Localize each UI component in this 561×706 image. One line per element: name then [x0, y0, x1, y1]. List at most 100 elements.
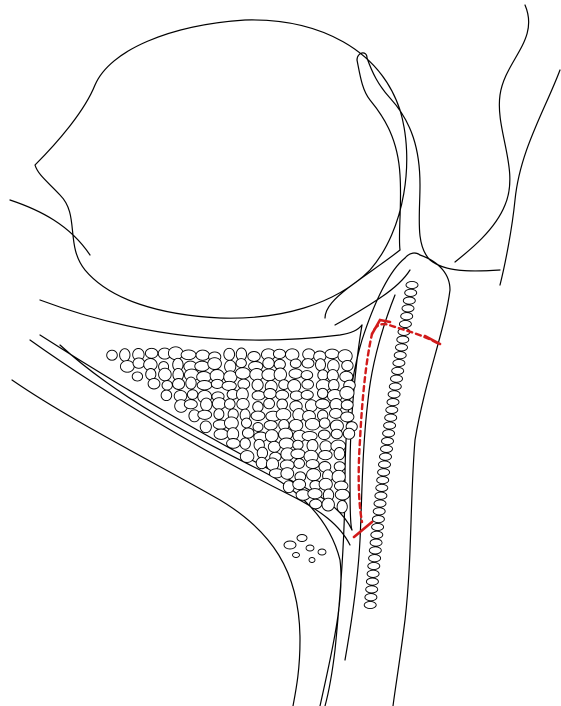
wedge-cell	[201, 398, 212, 411]
band-bead	[399, 320, 411, 327]
band-bead	[376, 484, 388, 491]
band-bead	[381, 445, 393, 452]
band-bead	[403, 297, 415, 304]
wedge-cell	[173, 379, 185, 390]
band-bead	[405, 289, 417, 296]
band-bead	[396, 344, 408, 351]
wedge-cell	[264, 389, 276, 399]
band-bead	[366, 578, 378, 585]
wedge-cell	[224, 348, 235, 360]
wedge-cell	[273, 349, 285, 358]
organ-outline	[35, 20, 407, 318]
outer-contour-top	[455, 5, 529, 262]
wedge-cell	[161, 390, 172, 401]
wedge-cell	[236, 368, 251, 379]
wedge-cell	[237, 398, 249, 409]
band-bead	[368, 562, 380, 569]
wedge-cell	[265, 430, 278, 442]
wedge-cell	[319, 450, 332, 459]
wedge-cell	[335, 489, 349, 500]
stalk-upper-wall	[325, 250, 400, 318]
wedge-cell	[301, 371, 313, 380]
wedge-cell	[227, 439, 240, 449]
wedge-cell	[276, 409, 291, 421]
wedge-cell	[322, 498, 334, 511]
stalk-lower-wall	[335, 270, 410, 325]
wedge-cell	[337, 501, 347, 513]
band-bead	[377, 477, 389, 484]
wedge-cell	[107, 350, 118, 360]
wedge-cell	[268, 441, 280, 452]
wedge-cell	[316, 359, 326, 371]
wedge-cell	[342, 360, 353, 370]
band-bead	[367, 570, 379, 577]
wedge-cell	[319, 478, 332, 490]
wedge-cell	[186, 377, 196, 389]
wedge-cell	[305, 418, 319, 430]
wedge-cell	[308, 489, 322, 499]
wedge-cell	[214, 429, 228, 439]
wedge-cell	[341, 412, 354, 422]
wedge-cell	[302, 380, 314, 390]
band-bead	[374, 500, 386, 507]
wedge-cell	[306, 460, 319, 469]
wedge-cell	[238, 379, 250, 389]
wedge-cell	[252, 391, 265, 400]
band-bead	[393, 359, 405, 366]
wedge-cell	[264, 421, 277, 430]
band-bead	[388, 391, 400, 398]
wedge-cell	[263, 358, 274, 369]
wedge-cell	[225, 399, 236, 409]
wedge-cell	[303, 349, 315, 360]
band-bead	[364, 601, 376, 608]
red-tick-top	[372, 320, 390, 334]
wedge-cell	[305, 400, 317, 412]
band-bead	[391, 375, 403, 382]
band-bead	[379, 461, 391, 468]
wedge-cell	[253, 402, 263, 412]
wedge-cell	[197, 381, 212, 390]
wedge-cell	[277, 399, 288, 410]
wedge-cell	[302, 431, 317, 440]
band-bead	[365, 594, 377, 601]
band-bead	[389, 383, 401, 390]
duct-left-wall	[357, 60, 401, 250]
wedge-cell	[293, 440, 303, 449]
wedge-cell	[251, 411, 265, 420]
band-bead	[386, 406, 398, 413]
wedge-cell	[301, 390, 313, 399]
wedge-cell	[291, 449, 305, 459]
band-top-cap	[405, 253, 420, 258]
wedge-cell	[132, 372, 142, 381]
wedge-cell	[334, 462, 345, 472]
wedge-cell	[187, 390, 197, 400]
small-bodies-cluster	[284, 535, 326, 563]
wedge-cell	[288, 380, 301, 393]
red-tick-right	[425, 336, 440, 344]
duct-right-wall	[367, 58, 500, 271]
band-bead	[366, 586, 378, 593]
band-bead	[380, 453, 392, 460]
wedge-cell	[162, 381, 172, 391]
wedge-cell	[145, 348, 157, 358]
wedge-cell	[236, 359, 246, 368]
band-bead	[392, 367, 404, 374]
wedge-cell	[319, 418, 330, 428]
wedge-cell	[184, 400, 197, 409]
band-bead	[371, 531, 383, 538]
wedge-cell	[318, 370, 328, 381]
band-bead	[397, 336, 409, 343]
wedge-cell	[281, 468, 294, 480]
wedge-cell	[293, 479, 306, 489]
wedge-cell	[195, 361, 209, 371]
wedge-cell	[181, 350, 196, 360]
wedge-cell	[198, 410, 212, 419]
wedge-cell	[242, 418, 252, 428]
band-bead	[375, 492, 387, 499]
wedge-cell	[334, 448, 345, 460]
band-bead	[394, 352, 406, 359]
wedge-cell	[343, 428, 354, 439]
band-bead	[406, 281, 418, 288]
